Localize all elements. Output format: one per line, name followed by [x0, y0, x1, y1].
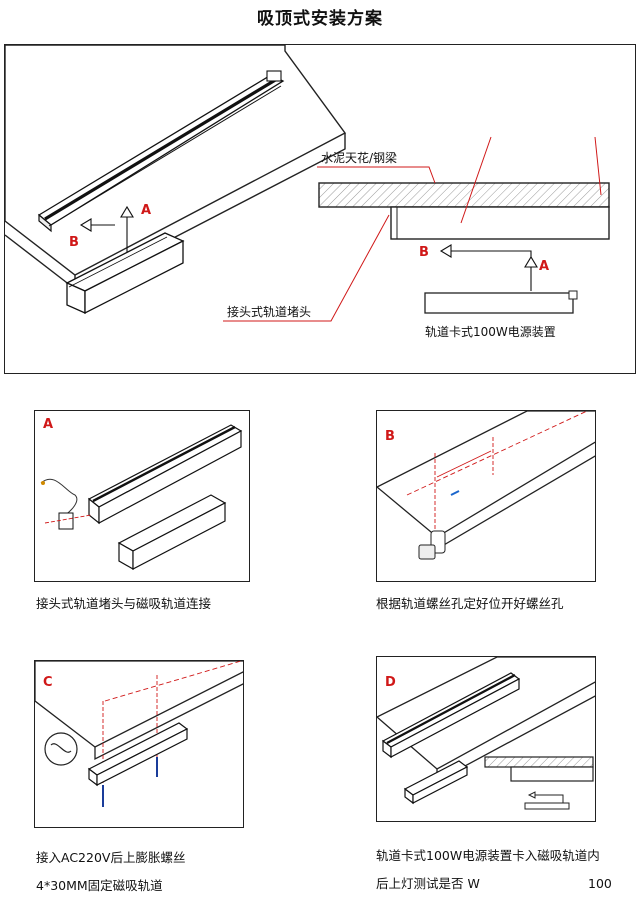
end-cap-leader	[223, 214, 390, 322]
step-c-caption-line2: 4*30MM固定磁吸轨道	[36, 878, 163, 893]
section-arrow-a	[524, 255, 538, 291]
step-d-panel: D	[376, 656, 596, 822]
step-a-tag: A	[43, 417, 54, 432]
overview-drawing	[5, 45, 610, 322]
marker-a-left: A	[141, 203, 152, 218]
step-d-caption-line1: 轨道卡式100W电源装置卡入磁吸轨道内	[376, 848, 600, 863]
ceiling-section	[318, 182, 610, 208]
arrow-b	[79, 218, 115, 232]
magnetic-track	[37, 70, 285, 233]
track-leader	[460, 136, 492, 224]
step-c-drawing	[35, 661, 243, 807]
step-a-caption: 接头式轨道堵头与磁吸轨道连接	[36, 596, 212, 611]
section-arrow-b	[439, 244, 532, 258]
power-module	[65, 232, 185, 315]
step-b-panel: B	[376, 410, 596, 582]
power-device-section	[424, 292, 574, 314]
page-title: 吸顶式安装方案	[257, 9, 383, 29]
label-end-cap: 接头式轨道堵头	[227, 305, 312, 319]
step-c-tag: C	[43, 675, 53, 690]
step-c-caption-line1: 接入AC220V后上膨胀螺丝	[36, 850, 186, 865]
step-c-panel: C	[34, 660, 244, 828]
step-d-tag: D	[385, 675, 396, 690]
overview-panel: A B A B 水泥天花/钢梁 接头式轨道堵头 轨道卡式100W电源装置	[4, 44, 636, 374]
marker-a-right: A	[539, 259, 550, 274]
label-ceiling: 水泥天花/钢梁	[321, 151, 398, 165]
track-section	[390, 206, 610, 240]
ceiling-leader	[317, 166, 436, 184]
step-b-drawing	[377, 411, 595, 560]
step-d-caption-fragment: 100	[588, 876, 612, 891]
step-b-caption: 根据轨道螺丝孔定好位开好螺丝孔	[376, 596, 564, 611]
step-b-tag: B	[385, 429, 395, 444]
step-a-panel: A	[34, 410, 250, 582]
label-power-device: 轨道卡式100W电源装置	[425, 325, 556, 339]
marker-b-left: B	[69, 235, 79, 250]
marker-b-right: B	[419, 245, 429, 260]
step-a-drawing	[40, 424, 243, 571]
step-d-drawing	[377, 657, 595, 810]
step-d-caption-line2: 后上灯测试是否 W	[376, 876, 480, 891]
